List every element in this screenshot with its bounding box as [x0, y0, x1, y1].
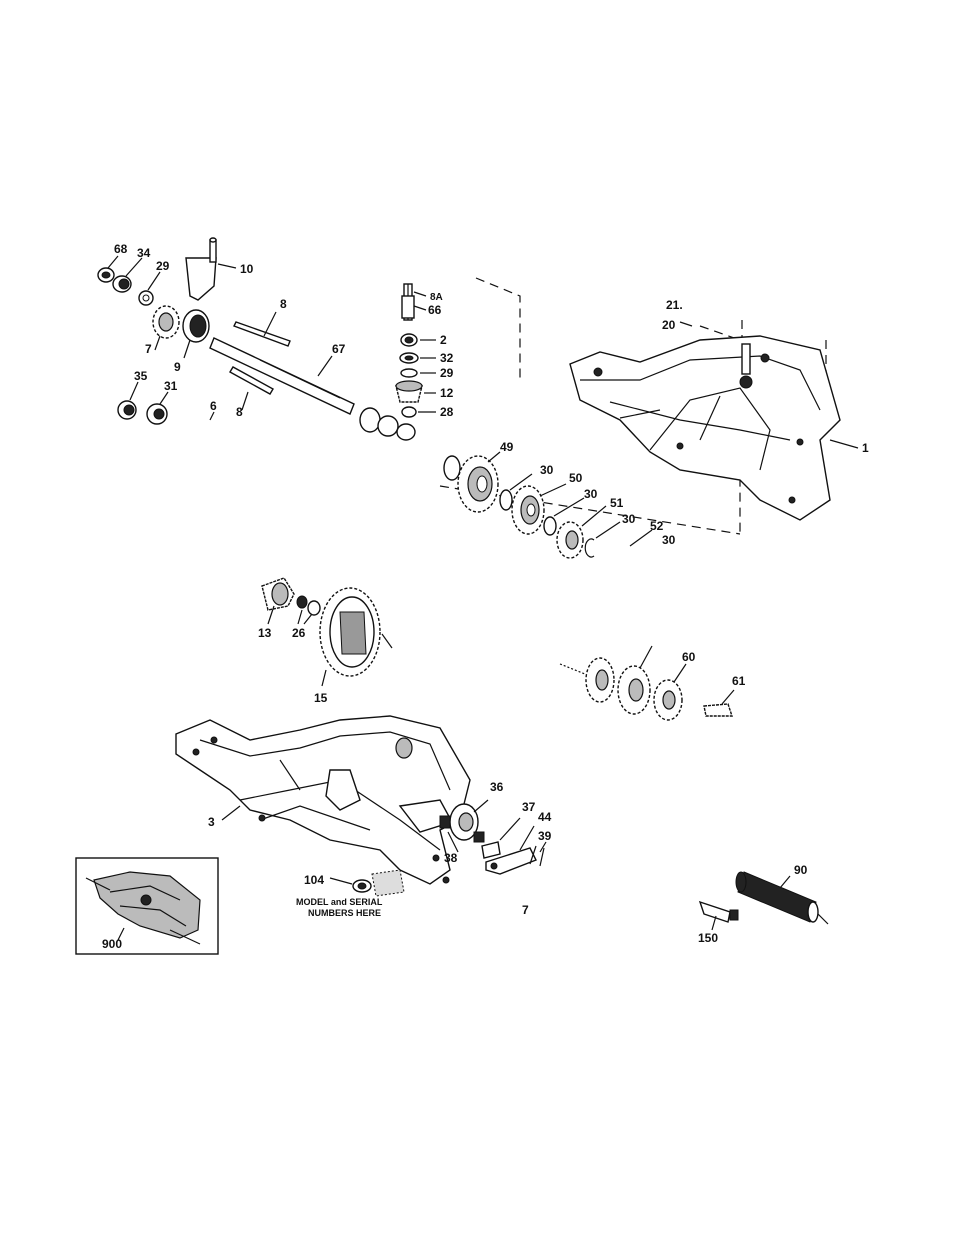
washer-32: [400, 353, 418, 363]
lower-housing-3: [176, 716, 470, 884]
label-26: 26: [292, 626, 306, 640]
leaders-top-left: [108, 256, 332, 420]
label-150: 150: [698, 931, 718, 945]
label-10: 10: [240, 262, 254, 276]
shaft-assembly: [98, 238, 415, 440]
label-20: 20: [662, 318, 676, 332]
label-7: 7: [145, 342, 152, 356]
label-29-stack: 29: [440, 366, 454, 380]
clip-30c: [585, 539, 594, 557]
gear-b: [618, 666, 650, 714]
label-38: 38: [444, 851, 458, 865]
label-32: 32: [440, 351, 454, 365]
serial-decal: [330, 870, 404, 896]
ring-30a: [500, 490, 512, 510]
ring-gear-15: [320, 588, 392, 676]
bushing-68: [98, 268, 114, 282]
inset-assembly-900: [76, 858, 218, 954]
label-30-c: 30: [622, 512, 636, 526]
label-13: 13: [258, 626, 272, 640]
label-8-lower: 8: [236, 405, 243, 419]
label-1: 1: [862, 441, 869, 455]
tube-150: [700, 902, 738, 930]
bracket-37: [482, 842, 500, 858]
bushing-35: [118, 401, 136, 419]
leaders-middle: [268, 606, 326, 686]
spacer-ring: [444, 456, 460, 480]
label-28: 28: [440, 405, 454, 419]
label-29-top: 29: [156, 259, 170, 273]
tube-90: [736, 872, 828, 924]
caption-model-serial: MODEL and SERIAL: [296, 897, 383, 907]
grease-tubes: [700, 872, 828, 930]
label-21: 21.: [666, 298, 683, 312]
label-50: 50: [569, 471, 583, 485]
label-35: 35: [134, 369, 148, 383]
label-900: 900: [102, 937, 122, 951]
label-67: 67: [332, 342, 346, 356]
label-12: 12: [440, 386, 454, 400]
gear-group-right: [560, 646, 734, 720]
label-3: 3: [208, 815, 215, 829]
label-39: 39: [538, 829, 552, 843]
shift-fork-10: [186, 238, 216, 300]
collar-9: [183, 310, 209, 342]
gear-49: [458, 456, 498, 512]
label-52: 52: [650, 519, 664, 533]
bevel-gear-12: [396, 381, 422, 402]
washer-29b: [401, 369, 417, 377]
label-49: 49: [500, 440, 514, 454]
label-8-upper: 8: [280, 297, 287, 311]
bearing-34: [113, 276, 131, 292]
gear-50: [512, 486, 544, 534]
label-31: 31: [164, 379, 178, 393]
label-51: 51: [610, 496, 624, 510]
washer-26: [297, 596, 320, 615]
label-37: 37: [522, 800, 536, 814]
washer-29: [139, 291, 153, 305]
label-36: 36: [490, 780, 504, 794]
gear-group-middle: [262, 578, 392, 686]
ring-28: [402, 407, 416, 417]
label-68: 68: [114, 242, 128, 256]
ring-30b: [544, 517, 556, 535]
label-30-d: 30: [662, 533, 676, 547]
shaft-66: [402, 296, 414, 318]
bearing-2: [401, 334, 417, 346]
label-2: 2: [440, 333, 447, 347]
caption-numbers-here: NUMBERS HERE: [308, 908, 381, 918]
label-60: 60: [682, 650, 696, 664]
gear-60: [654, 680, 682, 720]
label-9: 9: [174, 360, 181, 374]
gear-a: [586, 658, 614, 702]
label-30-a: 30: [540, 463, 554, 477]
label-7-lower: 7: [522, 903, 529, 917]
label-104: 104: [304, 873, 324, 887]
label-6: 6: [210, 399, 217, 413]
label-66: 66: [428, 303, 442, 317]
label-30-b: 30: [584, 487, 598, 501]
gear-61: [704, 704, 732, 716]
bearing-31: [147, 404, 167, 424]
key-8a: [234, 322, 290, 346]
bevel-gear-13: [262, 578, 294, 610]
label-15: 15: [314, 691, 328, 705]
label-34: 34: [137, 246, 151, 260]
label-8A: 8A: [430, 292, 443, 303]
gear-7: [153, 306, 179, 338]
label-90: 90: [794, 863, 808, 877]
label-44: 44: [538, 810, 552, 824]
label-61: 61: [732, 674, 746, 688]
gear-51: [557, 522, 583, 558]
